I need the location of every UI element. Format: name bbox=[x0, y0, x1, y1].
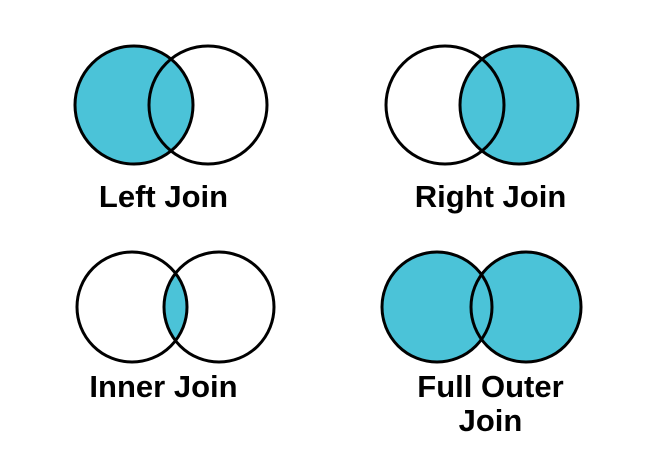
circle-right-outline bbox=[147, 44, 269, 166]
venn-right-join bbox=[384, 42, 584, 168]
circle-left-outline bbox=[73, 44, 195, 166]
circle-left-outline bbox=[75, 250, 189, 364]
panel-inner-join: Inner Join bbox=[0, 237, 327, 474]
circle-left-outline bbox=[384, 44, 506, 166]
caption-full-outer-join: Full Outer Join bbox=[417, 369, 564, 439]
panel-full-outer-join: Full Outer Join bbox=[327, 237, 654, 474]
caption-right-join: Right Join bbox=[414, 179, 567, 214]
intersection-region bbox=[460, 46, 504, 164]
panel-left-join: Left Join bbox=[0, 0, 327, 237]
circle-right-outline bbox=[469, 250, 583, 364]
venn-inner-join-svg bbox=[75, 250, 276, 364]
venn-right-join-svg bbox=[384, 44, 580, 166]
intersection-region bbox=[149, 46, 193, 164]
circle-left-filled bbox=[382, 252, 492, 362]
panel-right-join: Right Join bbox=[327, 0, 654, 237]
venn-full-outer-svg bbox=[380, 250, 583, 364]
circle-right-filled bbox=[471, 252, 581, 362]
venn-inner-join bbox=[74, 246, 279, 370]
venn-left-join-svg bbox=[73, 44, 269, 166]
venn-full-outer-join bbox=[379, 246, 587, 370]
venn-left-join bbox=[73, 42, 273, 168]
circle-right-outline bbox=[458, 44, 580, 166]
caption-inner-join: Inner Join bbox=[89, 369, 238, 404]
circle-left-outline bbox=[380, 250, 494, 364]
circle-right-outline bbox=[162, 250, 276, 364]
caption-left-join: Left Join bbox=[98, 179, 229, 214]
